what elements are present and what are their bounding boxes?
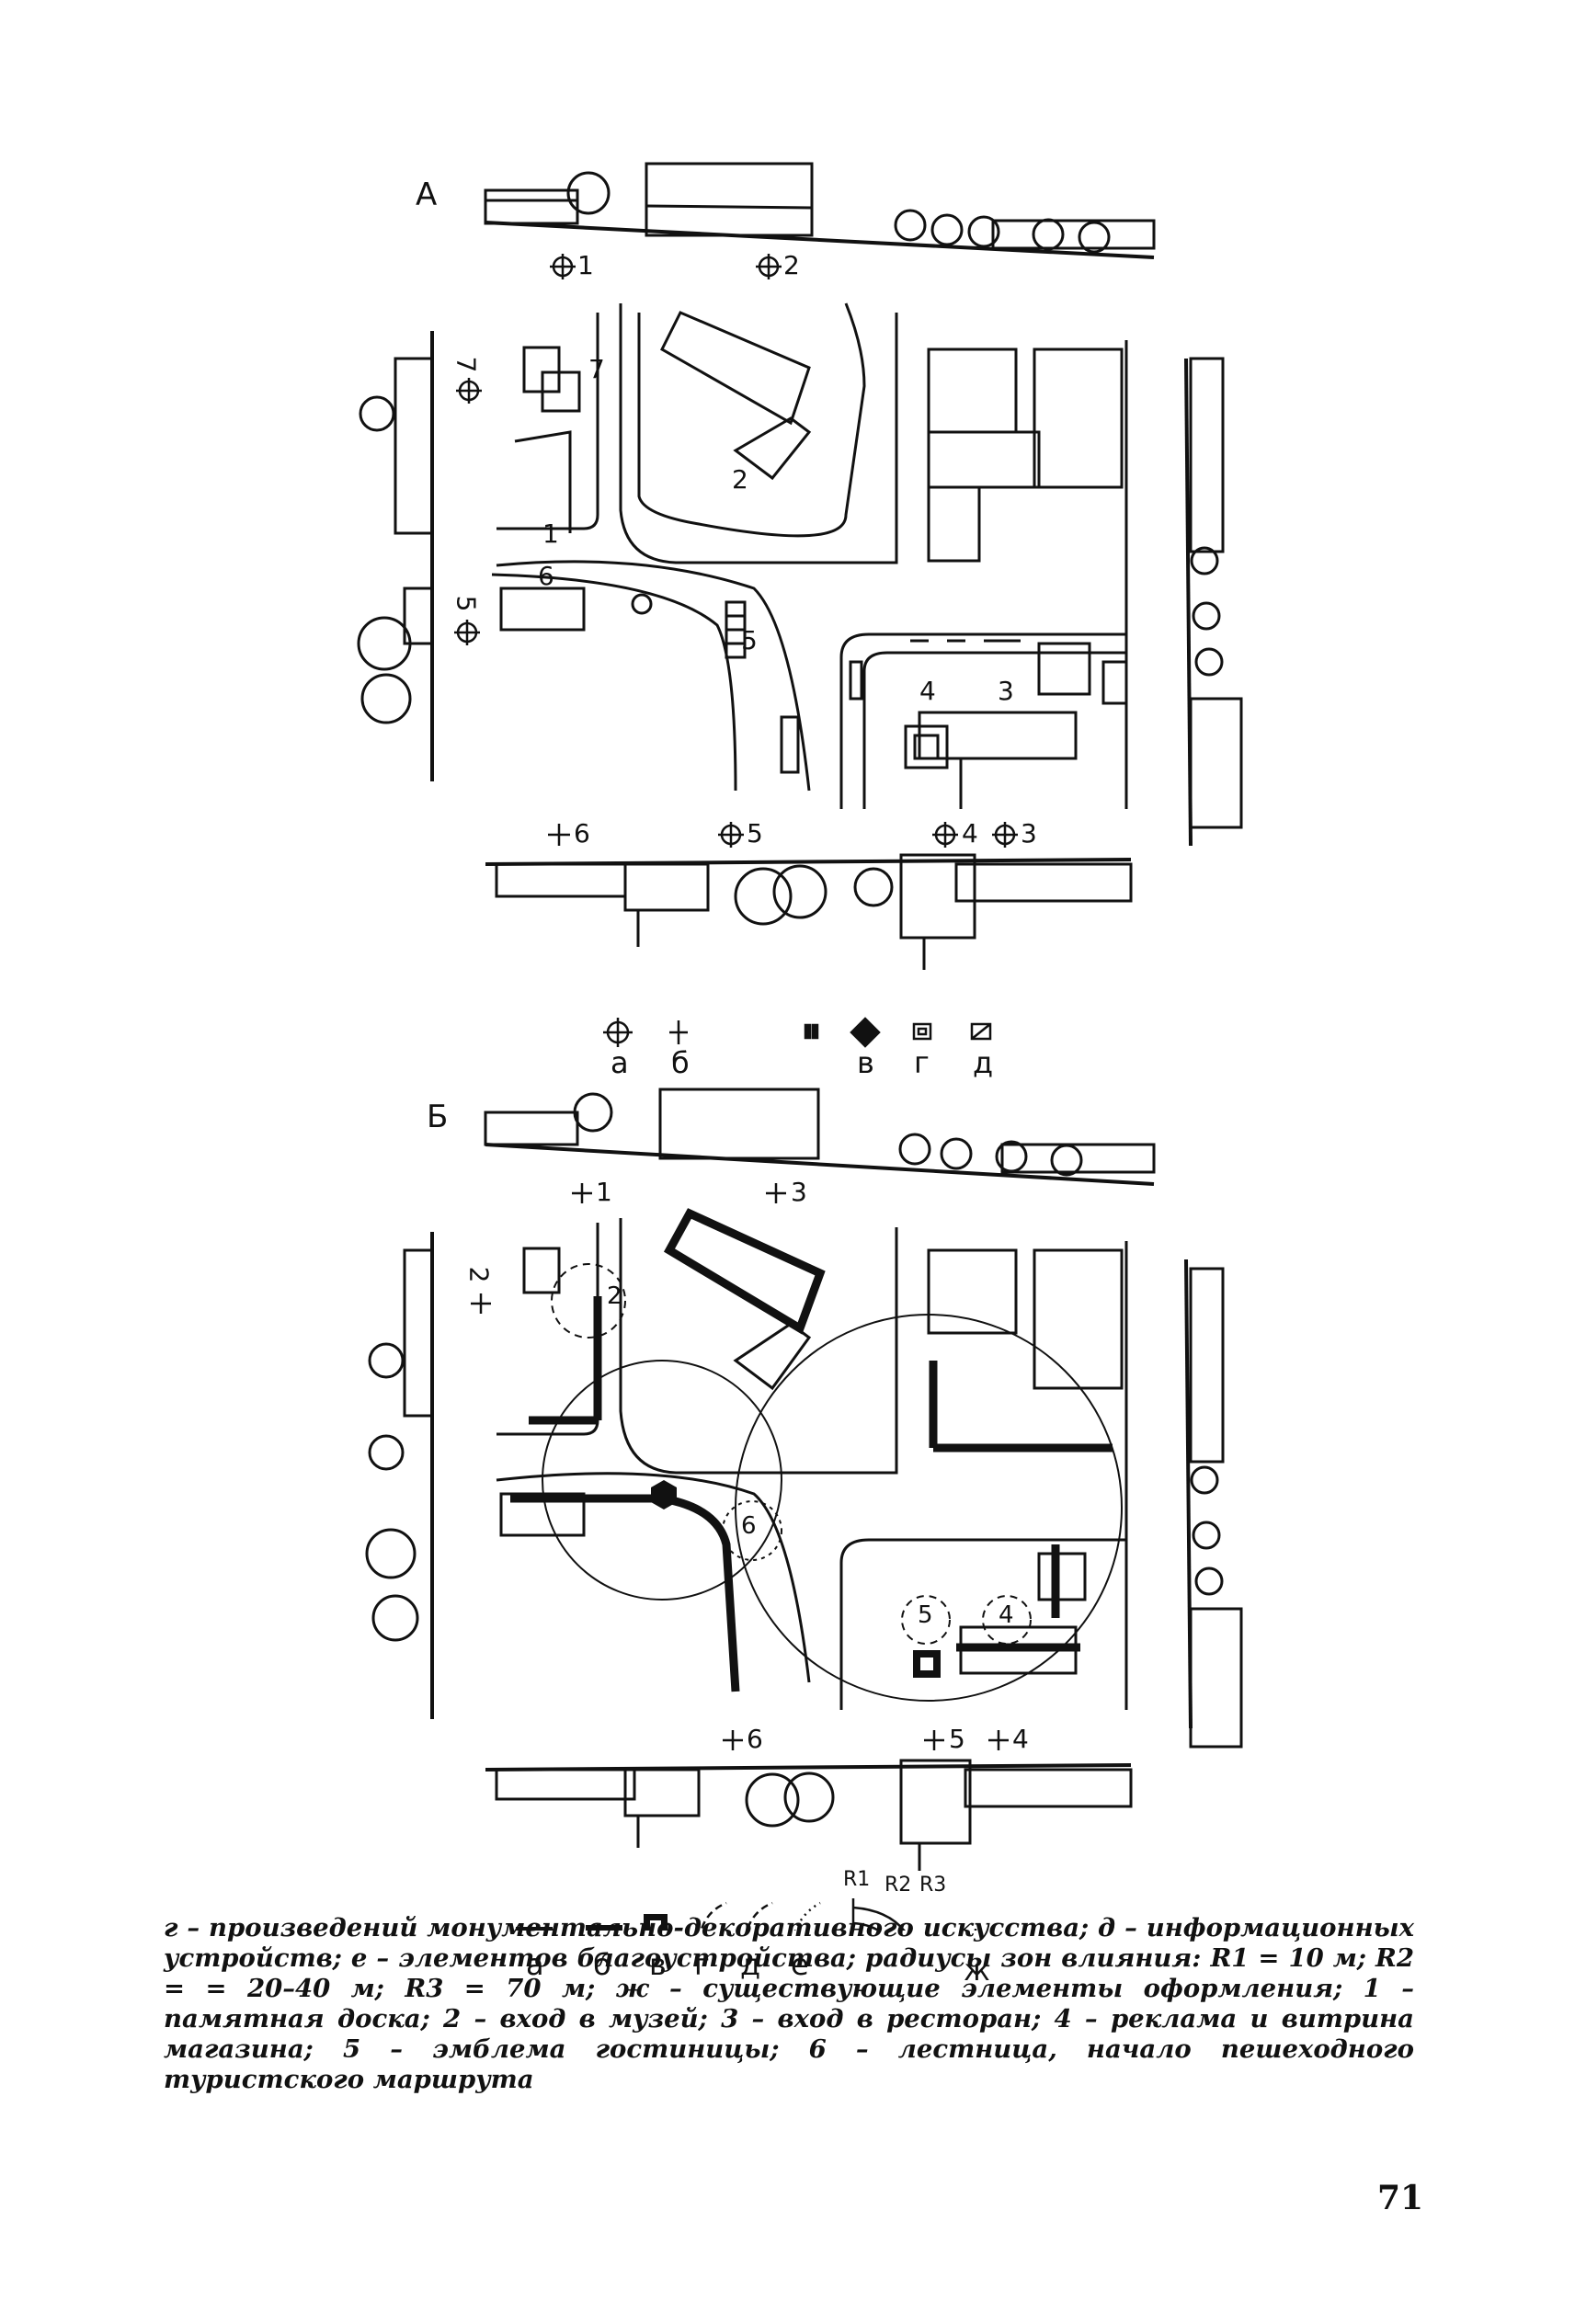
figure-b-marker-label-1: 1	[596, 1177, 612, 1207]
legend-2-symbol-d	[746, 1901, 773, 1931]
marker-symbol-5	[718, 822, 744, 848]
figure-b-plan-number-2: 2	[607, 1282, 622, 1310]
legend-2-symbol-b	[586, 1925, 622, 1931]
museum-building	[660, 311, 811, 426]
legend-2-label-e: е	[791, 1947, 809, 1982]
legend-1-symbol-v-bars	[804, 1023, 819, 1040]
legend-2-radius-r2: R2	[885, 1874, 912, 1897]
legend-1-symbol-b	[669, 1020, 688, 1044]
plan-number-2: 2	[732, 464, 748, 495]
legend-1-label-d: д	[973, 1045, 994, 1080]
top-facade-baseline	[485, 221, 1155, 259]
legend-2-label-v: в	[649, 1947, 667, 1982]
legend-2-label-d: д	[740, 1947, 761, 1982]
marker-symbol-3	[992, 822, 1018, 848]
legend-2-symbol-v	[644, 1914, 668, 1931]
legend-1-label-a: а	[611, 1045, 629, 1080]
figure-b-marker-label-3: 3	[791, 1177, 807, 1207]
legend-2-symbols	[516, 1898, 977, 1931]
figure-b-plan-number-6: 6	[741, 1512, 757, 1540]
plan-number-6: 6	[538, 561, 554, 591]
figure-b-marker-label-6: 6	[747, 1724, 763, 1754]
legend-1-symbol-a	[603, 1018, 633, 1047]
plan-number-1: 1	[542, 518, 559, 549]
figure-b-plan	[365, 1088, 1243, 1871]
marker-label-4: 4	[962, 818, 978, 849]
figure-b-plan-number-5: 5	[918, 1601, 933, 1629]
legend-1-label-g: г	[914, 1045, 930, 1080]
street-upper-left	[496, 313, 599, 530]
legend-1-label-b: б	[671, 1045, 690, 1080]
marker-label-6: 6	[574, 818, 590, 849]
legend-2-label-b: б	[593, 1947, 611, 1982]
figure-b-marker-label-4: 4	[1012, 1724, 1029, 1754]
legend-2-radius-r3: R3	[919, 1874, 947, 1897]
plan-number-3: 3	[998, 676, 1014, 706]
marker-symbol-1	[550, 254, 576, 279]
legend-2-label-zh: ж	[964, 1953, 990, 1988]
plan-number-5: 5	[741, 625, 758, 655]
zone-r3-arc	[542, 1360, 782, 1601]
legend-1-symbol-g	[912, 1022, 932, 1041]
figure-a-plan	[357, 162, 1243, 970]
figure-b-plan-number-4: 4	[999, 1601, 1014, 1629]
marker-symbol-2	[756, 254, 782, 279]
legend-1-label-v: в	[857, 1045, 874, 1080]
top-facade-building	[645, 162, 814, 237]
plan-number-7: 7	[588, 354, 605, 384]
marker-symbol-6	[548, 824, 570, 846]
figure-a-label: А	[416, 177, 438, 213]
page-number: 71	[1377, 2179, 1424, 2217]
hotel-emblem-hexagon	[651, 1480, 677, 1509]
marker-symbol-7	[456, 378, 482, 404]
museum-outline-thick	[663, 1208, 826, 1335]
marker-symbol-4	[932, 822, 958, 848]
legend-1-symbol-v-diamond	[850, 1017, 881, 1048]
legend-1-symbols	[603, 1017, 992, 1048]
figure-b-marker-label-5: 5	[949, 1724, 965, 1754]
legend-2-label-g: г	[694, 1947, 710, 1982]
legend-2-radii-symbol	[851, 1898, 906, 1931]
marker-label-5: 5	[747, 818, 763, 849]
legend-2-symbol-g	[700, 1901, 727, 1931]
marker-label-2: 2	[783, 250, 800, 280]
marker-label-3: 3	[1021, 818, 1037, 849]
marker-label-1: 1	[577, 250, 594, 280]
figure-b-label: Б	[427, 1099, 449, 1135]
legend-2-label-a: а	[526, 1947, 544, 1982]
plan-number-4: 4	[919, 676, 936, 706]
legend-1-symbol-d	[970, 1022, 992, 1041]
legend-2-radius-r1: R1	[843, 1868, 871, 1891]
figure-caption: г – произведений монументально-декоратив…	[164, 1913, 1414, 2094]
marker-symbol-5-left	[454, 620, 480, 645]
legend-2-symbol-a	[516, 1927, 553, 1931]
